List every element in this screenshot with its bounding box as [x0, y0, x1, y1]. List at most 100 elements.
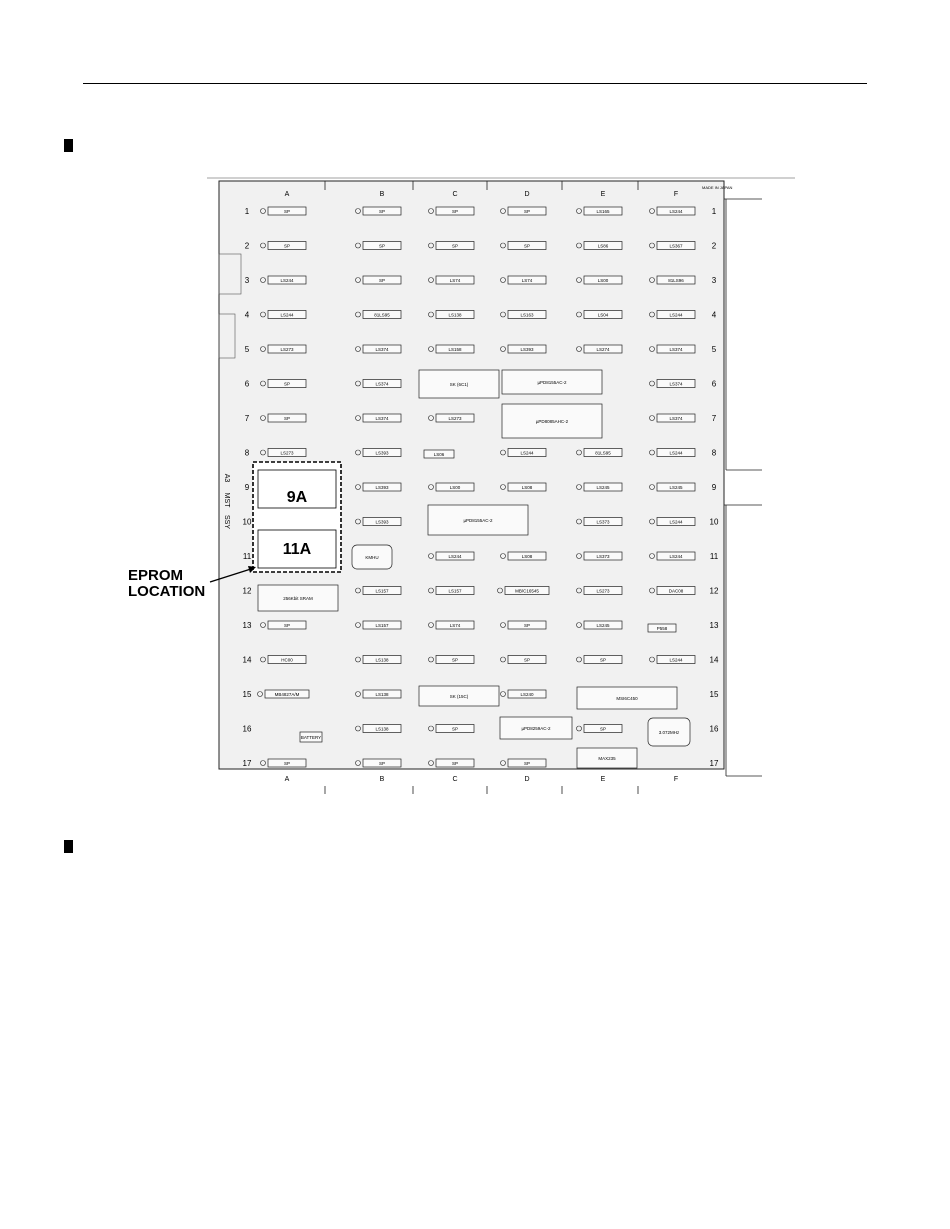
chip-capacitor	[500, 449, 506, 456]
chip-capacitor	[355, 691, 361, 697]
chip-label: LS273	[596, 589, 610, 594]
chip-body	[362, 586, 402, 595]
chip-label: SP	[284, 623, 290, 628]
chip-capacitor	[260, 346, 266, 352]
chip-body	[362, 482, 402, 492]
chip-capacitor	[260, 760, 266, 766]
chip-capacitor	[649, 484, 655, 490]
chip-body	[435, 310, 475, 319]
callout-arrow-head	[248, 566, 256, 573]
chip-label: LS244	[669, 520, 683, 525]
callout-arrow-line	[209, 567, 255, 583]
chip-label: LS244	[669, 554, 683, 559]
chip-label: 81LS96	[668, 278, 684, 283]
chip-body	[507, 758, 547, 768]
callout-line-2: LOCATION	[128, 583, 206, 600]
chip-capacitor	[500, 760, 506, 766]
chip-label: LS367	[669, 244, 683, 249]
large-component-label: MSI6C450	[616, 696, 638, 701]
chip-label: SP	[452, 658, 458, 663]
chip-capacitor	[500, 622, 506, 628]
row-number-left: 5	[245, 345, 250, 354]
chip-body	[583, 551, 623, 561]
chip-capacitor	[500, 656, 506, 663]
chip-label: SP	[284, 244, 290, 249]
chip-body	[583, 206, 623, 216]
large-component	[351, 544, 393, 570]
chip-capacitor	[576, 346, 582, 352]
row-number-right: 15	[710, 690, 719, 699]
chip-capacitor	[649, 208, 655, 214]
chip-capacitor	[500, 346, 506, 352]
chip-label: LS163	[520, 313, 534, 318]
chip-label: SP	[379, 761, 385, 766]
chip-body	[507, 620, 547, 630]
edge-connector-lower	[724, 504, 762, 777]
large-component	[501, 369, 603, 395]
row-number-right: 11	[710, 552, 719, 561]
edge-label: A3	[223, 474, 230, 483]
chip-capacitor	[355, 518, 361, 525]
chip-capacitor	[260, 622, 266, 628]
column-label-top: B	[380, 191, 385, 198]
chip-label: LS86	[598, 244, 609, 249]
eprom-socket-11a	[257, 529, 337, 569]
chip-label: LS138	[375, 658, 389, 663]
chip-label: LS138	[375, 727, 389, 732]
header-rule	[83, 83, 867, 84]
row-number-right: 1	[712, 207, 717, 216]
chip-body	[656, 344, 696, 354]
chip-body	[583, 655, 623, 664]
chip-body	[507, 241, 547, 250]
callout-line-1: EPROM	[128, 567, 184, 584]
large-component-label: µPD8155AC-2	[463, 518, 493, 523]
chip-body	[656, 482, 696, 492]
chip-label: LS244	[280, 313, 294, 318]
chip-capacitor	[355, 277, 361, 283]
large-component-label: MAX235	[598, 756, 616, 761]
chip-label: LS245	[596, 485, 610, 490]
row-number-left: 11	[243, 552, 252, 561]
chip-capacitor	[500, 242, 506, 249]
chip-capacitor	[576, 725, 582, 732]
large-component-label: 256Kbit SRAM	[283, 596, 313, 601]
chip-label: LS245	[596, 623, 610, 628]
chip-label: LS393	[375, 485, 389, 490]
chip-body	[435, 206, 475, 216]
chip-capacitor	[355, 760, 361, 766]
chip-capacitor	[260, 311, 266, 318]
large-component-label: BATTERY	[301, 735, 321, 740]
large-component	[647, 717, 691, 747]
large-component-label: µPD8085AHC-2	[536, 419, 569, 424]
chip-capacitor	[355, 622, 361, 628]
chip-capacitor	[260, 415, 266, 421]
chip-capacitor	[355, 208, 361, 214]
column-label-bottom: B	[380, 776, 385, 783]
left-connector-1	[218, 253, 242, 295]
chip-label: LS374	[375, 382, 389, 387]
column-label-top: E	[601, 191, 606, 198]
chip-body	[362, 689, 402, 699]
chip-label: LS244	[669, 209, 683, 214]
chip-label: LS374	[669, 347, 683, 352]
chip-capacitor	[355, 242, 361, 249]
chip-body	[267, 413, 307, 423]
chip-capacitor	[497, 587, 503, 594]
chip-label: LS393	[375, 451, 389, 456]
large-component	[418, 369, 500, 399]
chip-body	[507, 275, 547, 285]
chip-label: LS273	[280, 347, 294, 352]
chip-body	[435, 482, 475, 492]
row-number-left: 6	[245, 380, 250, 389]
chip-label: LS158	[448, 347, 462, 352]
row-number-left: 1	[245, 207, 250, 216]
large-component	[576, 747, 638, 769]
chip-body	[583, 482, 623, 492]
chip-capacitor	[576, 518, 582, 525]
chip-body	[583, 448, 623, 457]
row-number-right: 8	[712, 449, 717, 458]
chip-body	[362, 758, 402, 768]
row-number-right: 10	[710, 518, 719, 527]
chip-label: MB/C16545	[515, 589, 539, 594]
chip-label: SP	[284, 209, 290, 214]
